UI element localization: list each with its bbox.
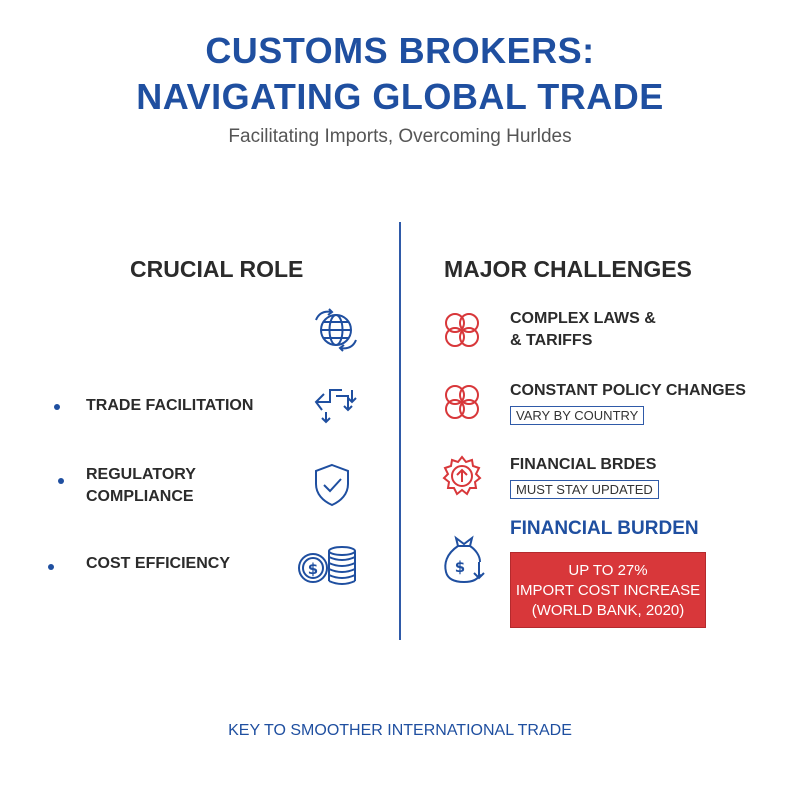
role-item-cost-efficiency: COST EFFICIENCY $: [46, 546, 386, 606]
challenge-label-line-1: COMPLEX LAWS &: [510, 310, 656, 327]
svg-text:$: $: [308, 560, 318, 578]
role-label: COST EFFICIENCY: [86, 555, 231, 572]
bullet-dot: [48, 564, 54, 570]
coins-icon: $: [296, 544, 362, 588]
knot-icon: [440, 308, 484, 352]
stat-line-2: IMPORT COST INCREASE: [515, 582, 701, 599]
challenge-tag: VARY BY COUNTRY: [510, 406, 645, 425]
svg-text:$: $: [455, 558, 465, 576]
gear-upload-icon: [440, 454, 484, 498]
trade-arrows-icon: [312, 382, 360, 426]
bullet-dot: [58, 478, 64, 484]
role-label-line-2: COMPLIANCE: [86, 488, 194, 505]
globe-arrows-icon: [312, 306, 360, 354]
shield-check-icon: [312, 462, 352, 508]
knot-icon: [440, 380, 484, 424]
stat-line-1: UP TO 27%: [568, 562, 648, 579]
role-label: REGULATORY COMPLIANCE: [86, 464, 196, 508]
bullet-dot: [54, 404, 60, 410]
role-label-line-1: REGULATORY: [86, 466, 196, 483]
major-challenges-heading: MAJOR CHALLENGES: [444, 256, 692, 282]
financial-burden-stat-box: UP TO 27% IMPORT COST INCREASE (WORLD BA…: [510, 552, 706, 628]
challenge-tag: MUST STAY UPDATED: [510, 480, 659, 499]
challenge-label: CONSTANT POLICY CHANGES: [510, 382, 746, 399]
column-divider: [399, 222, 401, 640]
challenge-label-line-2: & TARIFFS: [510, 332, 593, 349]
page-title: CUSTOMS BROKERS: NAVIGATING GLOBAL TRADE: [0, 28, 800, 120]
role-item-trade-facilitation: TRADE FACILITATION: [46, 388, 386, 448]
challenge-label: COMPLEX LAWS & & TARIFFS: [510, 308, 656, 352]
title-line-2: NAVIGATING GLOBAL TRADE: [136, 76, 664, 117]
challenge-label: FINANCIAL BRDES: [510, 456, 657, 473]
title-line-1: CUSTOMS BROKERS:: [205, 30, 595, 71]
page-subtitle: Facilitating Imports, Overcoming Hurldes: [228, 126, 572, 147]
footer-tagline: KEY TO SMOOTHER INTERNATIONAL TRADE: [228, 722, 572, 739]
crucial-role-heading: CRUCIAL ROLE: [130, 256, 304, 282]
money-bag-down-icon: $: [442, 534, 488, 584]
challenge-item-financial-burden: $ FINANCIAL BURDEN UP TO 27% IMPORT COST…: [438, 516, 778, 636]
role-label: TRADE FACILITATION: [86, 397, 254, 414]
stat-line-3: (WORLD BANK, 2020): [531, 602, 685, 619]
financial-burden-label: FINANCIAL BURDEN: [510, 518, 699, 539]
role-item-regulatory-compliance: REGULATORY COMPLIANCE: [46, 462, 386, 522]
